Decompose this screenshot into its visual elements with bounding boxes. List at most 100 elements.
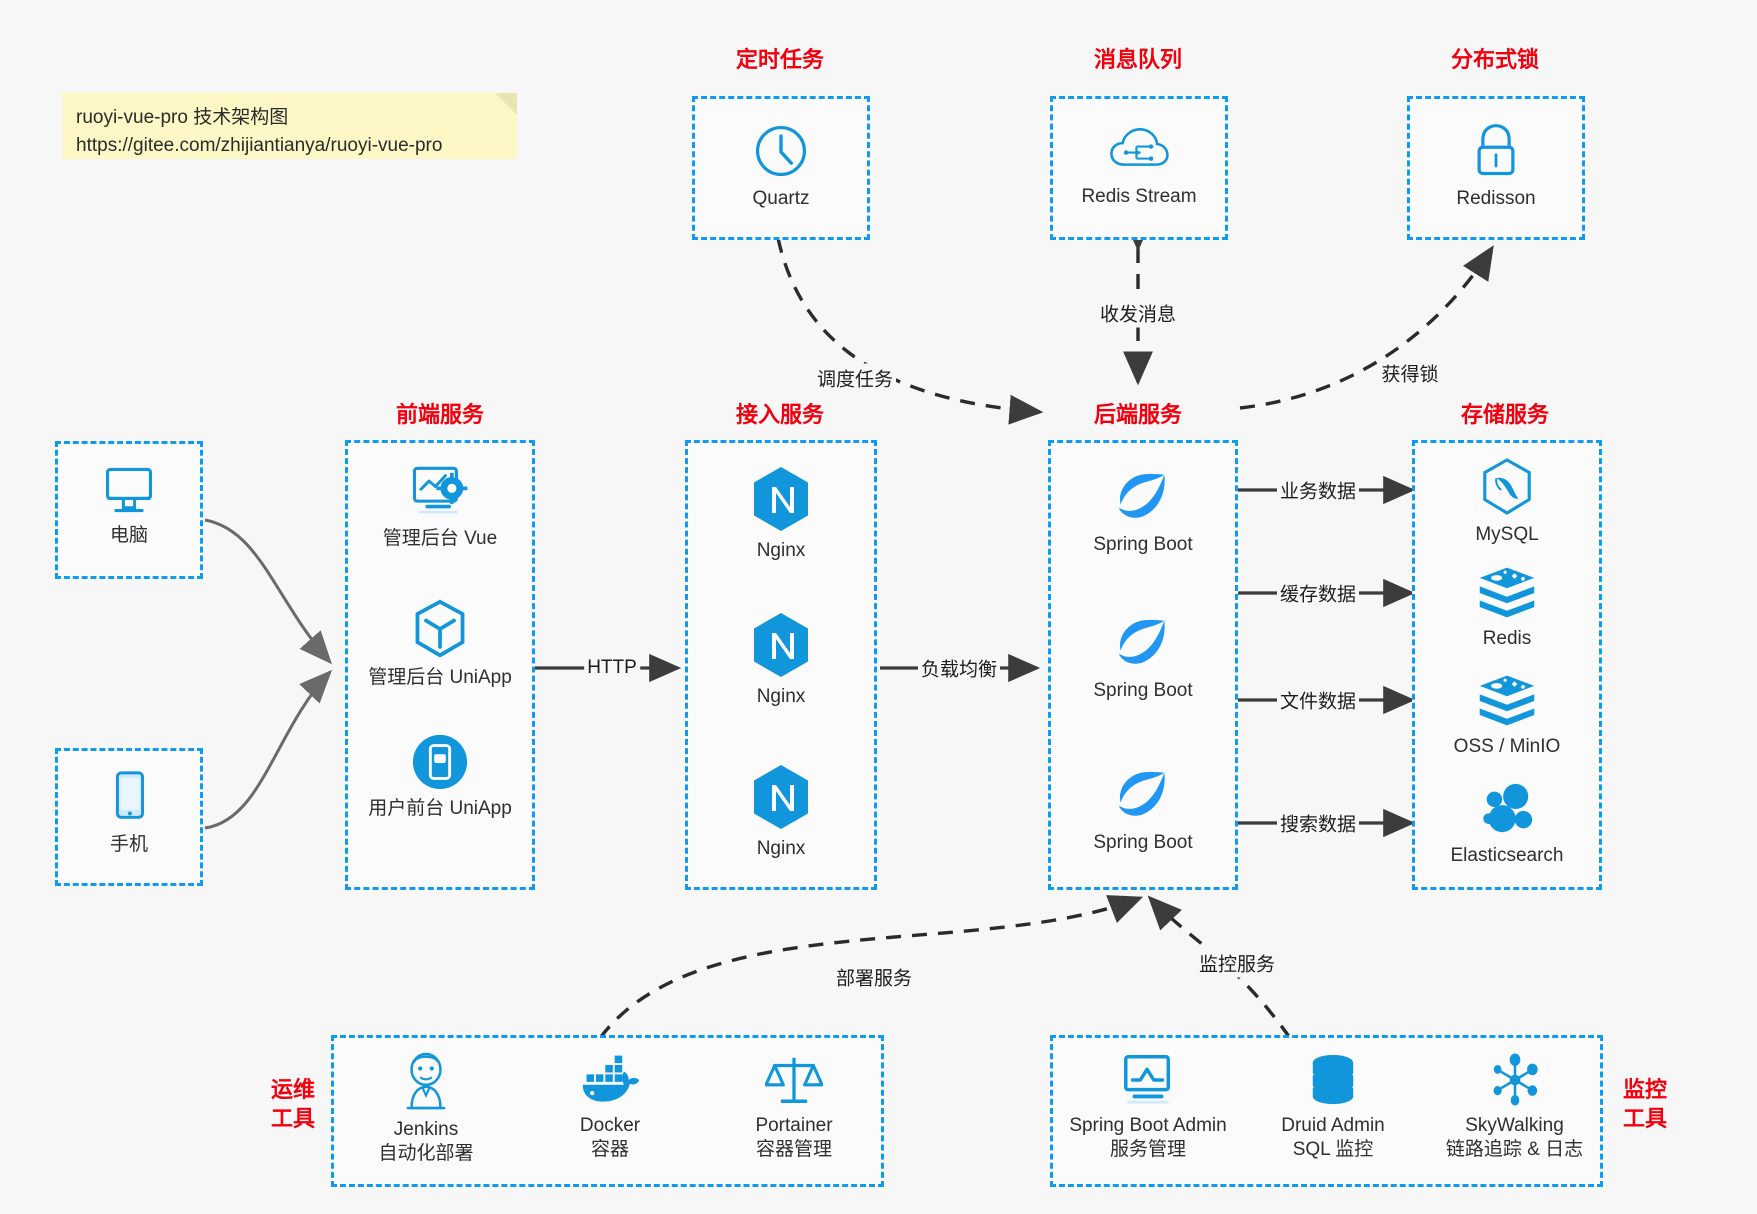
node-label: Spring Boot Admin xyxy=(1069,1115,1227,1136)
node-admin-vue[interactable]: 管理后台 Vue xyxy=(348,463,532,551)
edge-label-file-data: 文件数据 xyxy=(1276,685,1360,715)
node-skywalking[interactable]: SkyWalking 链路追踪 & 日志 xyxy=(1423,1052,1606,1162)
redis-icon xyxy=(1479,567,1535,618)
node-mysql[interactable]: MySQL xyxy=(1415,457,1599,547)
monitor-chart-icon xyxy=(1124,1055,1171,1104)
node-label: Docker xyxy=(579,1115,641,1136)
elasticsearch-icon xyxy=(1483,783,1533,833)
node-label: Redis Stream xyxy=(1081,186,1197,207)
node-label: 管理后台 UniApp xyxy=(368,667,512,688)
node-user-uniapp[interactable]: 用户前台 UniApp xyxy=(348,733,532,821)
group-title-message-queue: 消息队列 xyxy=(1093,47,1182,72)
group-title-monitoring-line1: 监控 xyxy=(1622,1077,1667,1102)
node-redisson[interactable]: Redisson xyxy=(1410,121,1582,211)
edge-label-cache-data: 缓存数据 xyxy=(1276,578,1360,608)
mysql-icon xyxy=(1483,458,1531,515)
node-docker[interactable]: Docker 容器 xyxy=(518,1052,702,1162)
cloud-stream-icon xyxy=(1110,128,1169,166)
group-title-gateway: 接入服务 xyxy=(735,402,824,427)
group-title-storage: 存储服务 xyxy=(1460,402,1549,427)
node-label: Redis xyxy=(1482,628,1532,649)
node-sublabel: 容器 xyxy=(590,1138,629,1160)
database-icon xyxy=(1312,1054,1354,1105)
nginx-icon xyxy=(754,467,808,531)
node-label: Redisson xyxy=(1456,188,1536,209)
group-title-devops-line2: 工具 xyxy=(270,1105,315,1131)
spring-boot-icon xyxy=(1118,619,1165,664)
group-box-backend: Spring Boot Spring Boot Spring Boot xyxy=(1048,440,1238,890)
group-title-monitoring-line2: 工具 xyxy=(1622,1105,1667,1131)
node-sublabel: 链路追踪 & 日志 xyxy=(1445,1138,1584,1160)
edge-label-deploy-service: 部署服务 xyxy=(832,962,916,992)
node-spring-boot-admin[interactable]: Spring Boot Admin 服务管理 xyxy=(1053,1052,1243,1162)
jenkins-icon xyxy=(406,1052,446,1110)
edge-label-send-receive: 收发消息 xyxy=(1096,298,1180,328)
node-label: SkyWalking xyxy=(1465,1115,1564,1136)
wire-mobile-to-frontend xyxy=(204,669,333,830)
group-box-monitoring: Spring Boot Admin 服务管理 Druid Admin SQL 监… xyxy=(1050,1035,1603,1187)
node-elasticsearch[interactable]: Elasticsearch xyxy=(1415,780,1599,868)
node-label: Nginx xyxy=(756,686,806,707)
edge-label-schedule-task: 调度任务 xyxy=(813,363,897,393)
group-box-devops: Jenkins 自动化部署 Docker 容器 xyxy=(331,1035,884,1187)
scales-icon xyxy=(765,1057,823,1104)
group-title-frontend: 前端服务 xyxy=(395,402,484,427)
node-jenkins[interactable]: Jenkins 自动化部署 xyxy=(334,1052,518,1166)
node-redis-stream[interactable]: Redis Stream xyxy=(1053,121,1225,209)
node-label: OSS / MinIO xyxy=(1453,736,1561,757)
spring-boot-icon xyxy=(1118,473,1165,518)
edge-label-acquire-lock: 获得锁 xyxy=(1378,358,1442,388)
node-sublabel: 容器管理 xyxy=(755,1138,832,1160)
node-label: 手机 xyxy=(109,834,148,855)
node-admin-uniapp[interactable]: 管理后台 UniApp xyxy=(348,598,532,690)
node-spring-boot-3[interactable]: Spring Boot xyxy=(1051,763,1235,855)
note-fold-corner xyxy=(495,93,517,115)
node-label: Quartz xyxy=(752,188,810,209)
node-redis[interactable]: Redis xyxy=(1415,563,1599,651)
node-nginx-2[interactable]: Nginx xyxy=(688,611,874,709)
clock-icon xyxy=(755,125,807,177)
edge-label-load-balance: 负载均衡 xyxy=(917,653,1001,683)
spring-boot-icon xyxy=(1118,771,1165,816)
node-label: Spring Boot xyxy=(1093,832,1193,853)
node-portainer[interactable]: Portainer 容器管理 xyxy=(702,1052,886,1162)
edge-label-search-data: 搜索数据 xyxy=(1276,808,1360,838)
edge-label-monitor-service: 监控服务 xyxy=(1195,948,1279,978)
node-label: Spring Boot xyxy=(1093,534,1193,555)
nginx-icon xyxy=(754,613,808,677)
dashboard-gear-icon xyxy=(412,466,468,514)
group-title-monitoring: 监控 工具 xyxy=(1610,1076,1680,1133)
node-label: Druid Admin xyxy=(1281,1115,1385,1136)
node-oss-minio[interactable]: OSS / MinIO xyxy=(1415,671,1599,759)
docker-icon xyxy=(582,1055,640,1102)
edge-label-http: HTTP xyxy=(584,656,640,680)
node-sublabel: 服务管理 xyxy=(1109,1138,1186,1160)
skywalking-icon xyxy=(1493,1053,1538,1106)
node-desktop[interactable]: 电脑 xyxy=(58,462,200,548)
node-nginx-3[interactable]: Nginx xyxy=(688,763,874,861)
wire-acquire-lock xyxy=(1239,245,1494,410)
node-label: Spring Boot xyxy=(1093,680,1193,701)
node-nginx-1[interactable]: Nginx xyxy=(688,465,874,563)
node-sublabel: 自动化部署 xyxy=(378,1142,474,1164)
node-mobile[interactable]: 手机 xyxy=(58,769,200,857)
group-title-devops: 运维 工具 xyxy=(258,1076,328,1133)
mobile-app-icon xyxy=(412,734,468,790)
node-label: 管理后台 Vue xyxy=(382,528,498,549)
group-box-frontend: 管理后台 Vue 管理后台 UniApp 用户前台 UniApp xyxy=(345,440,535,890)
node-spring-boot-2[interactable]: Spring Boot xyxy=(1051,611,1235,703)
node-quartz[interactable]: Quartz xyxy=(695,121,867,211)
node-druid-admin[interactable]: Druid Admin SQL 监控 xyxy=(1243,1052,1423,1162)
note-line-1: ruoyi-vue-pro 技术架构图 xyxy=(76,107,289,128)
group-box-scheduled-task: Quartz xyxy=(692,96,870,240)
lock-icon xyxy=(1477,124,1515,176)
node-spring-boot-1[interactable]: Spring Boot xyxy=(1051,465,1235,557)
node-label: 电脑 xyxy=(109,525,148,546)
node-label: MySQL xyxy=(1475,524,1539,545)
wire-desktop-to-frontend xyxy=(204,518,332,665)
note-line-2: https://gitee.com/zhijiantianya/ruoyi-vu… xyxy=(76,134,443,156)
group-box-distributed-lock: Redisson xyxy=(1407,96,1585,240)
group-title-devops-line1: 运维 xyxy=(270,1077,315,1102)
group-box-client-desktop: 电脑 xyxy=(55,441,203,579)
